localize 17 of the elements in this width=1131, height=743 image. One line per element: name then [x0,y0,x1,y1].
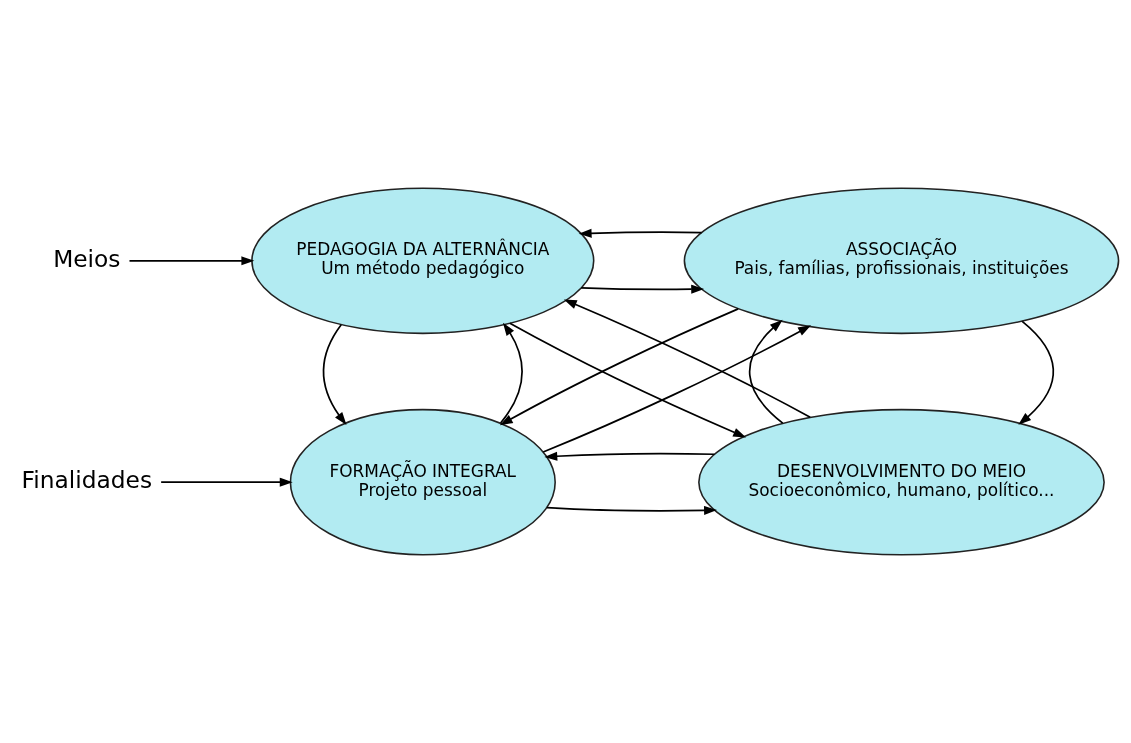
arrow [578,228,703,238]
arrow [546,505,717,515]
arrow [509,322,747,438]
arrow [748,319,784,424]
arrow [160,477,293,487]
node-text: Meios [53,244,121,272]
arrow [544,451,716,461]
arrow [499,308,740,426]
arrow [499,322,523,424]
node-ellipse: DESENVOLVIMENTO DO MEIO Socioeconômico, humano, político... [698,408,1105,556]
arrow [1018,320,1055,425]
arrow [563,299,812,419]
arrow [542,325,812,453]
arrow [128,256,255,266]
arrow [580,284,705,294]
node-text: Finalidades [21,466,153,494]
arrow [322,323,347,425]
